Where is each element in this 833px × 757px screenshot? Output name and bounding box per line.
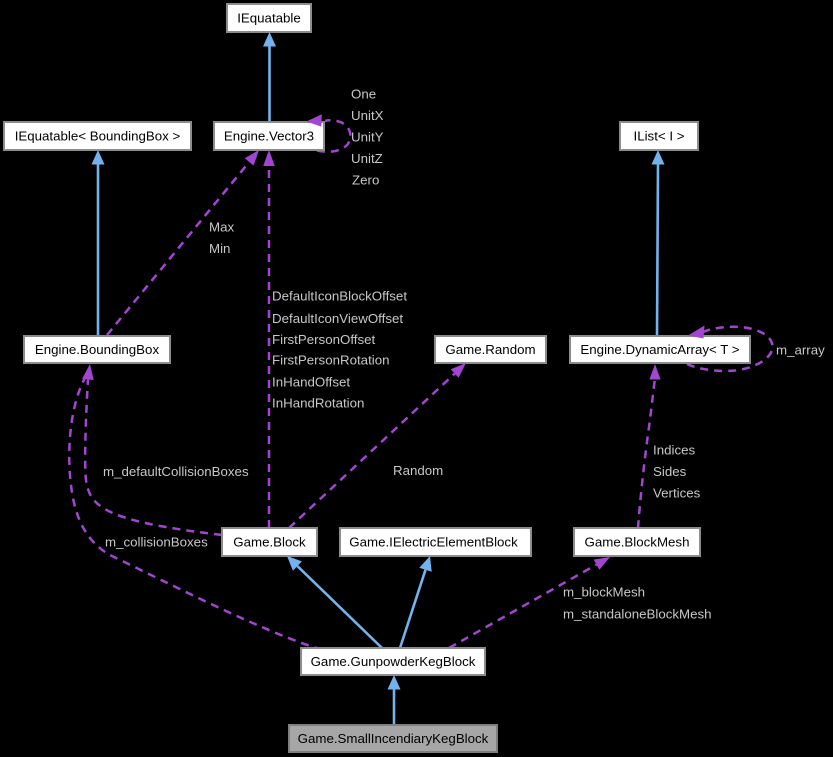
svg-text:Max: Max [209,219,234,234]
svg-text:IEquatable< BoundingBox >: IEquatable< BoundingBox > [15,129,181,144]
svg-text:IEquatable: IEquatable [237,11,301,26]
svg-text:One: One [351,87,376,102]
svg-text:Engine.Vector3: Engine.Vector3 [224,129,314,144]
svg-text:m_defaultCollisionBoxes: m_defaultCollisionBoxes [103,464,249,479]
svg-text:Engine.DynamicArray< T >: Engine.DynamicArray< T > [580,342,739,357]
svg-text:Game.GunpowderKegBlock: Game.GunpowderKegBlock [311,654,476,669]
svg-text:Engine.BoundingBox: Engine.BoundingBox [35,342,160,357]
svg-text:m_blockMesh: m_blockMesh [563,585,645,600]
svg-text:m_standaloneBlockMesh: m_standaloneBlockMesh [563,607,712,622]
svg-text:Random: Random [393,463,443,478]
svg-text:DefaultIconBlockOffset: DefaultIconBlockOffset [272,289,407,304]
svg-text:UnitX: UnitX [351,108,384,123]
svg-text:Game.Random: Game.Random [445,342,535,357]
svg-text:FirstPersonRotation: FirstPersonRotation [272,353,390,368]
svg-text:Vertices: Vertices [653,486,701,501]
svg-text:Game.Block: Game.Block [233,535,306,550]
svg-text:InHandRotation: InHandRotation [272,395,364,410]
svg-text:m_array: m_array [776,343,825,358]
svg-text:m_collisionBoxes: m_collisionBoxes [105,535,208,550]
svg-text:InHandOffset: InHandOffset [272,374,350,389]
svg-text:IList< I >: IList< I > [634,129,685,144]
svg-text:Game.SmallIncendiaryKegBlock: Game.SmallIncendiaryKegBlock [298,731,489,746]
svg-text:Game.IElectricElementBlock: Game.IElectricElementBlock [349,535,518,550]
svg-text:Zero: Zero [352,173,379,188]
svg-text:UnitZ: UnitZ [351,151,383,166]
svg-text:Game.BlockMesh: Game.BlockMesh [585,535,690,550]
svg-text:FirstPersonOffset: FirstPersonOffset [272,332,376,347]
svg-text:Sides: Sides [653,464,687,479]
svg-text:DefaultIconViewOffset: DefaultIconViewOffset [272,311,403,326]
svg-text:Indices: Indices [653,443,695,458]
svg-text:UnitY: UnitY [351,130,384,145]
svg-text:Min: Min [209,241,230,256]
